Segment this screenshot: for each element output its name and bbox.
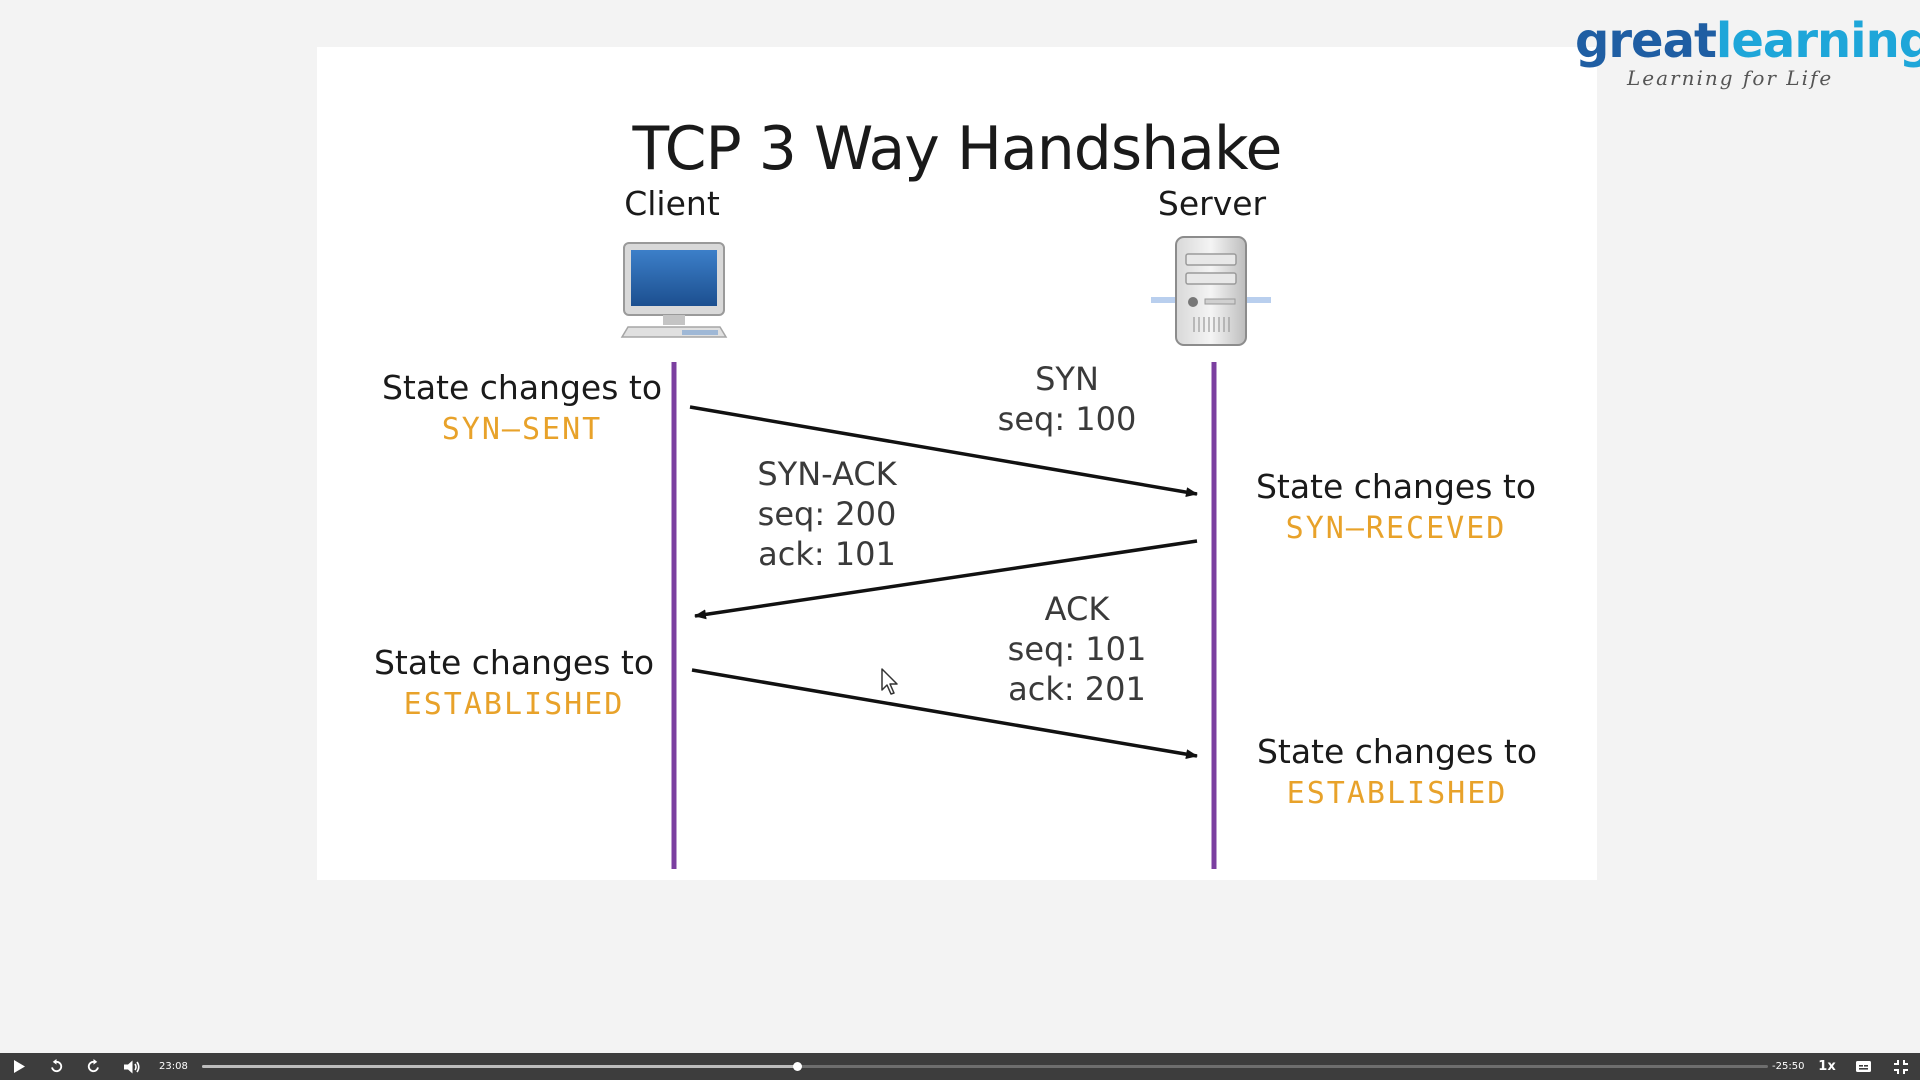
video-player-controls: 23:08 -25:50 1x xyxy=(0,1053,1920,1080)
elapsed-time: 23:08 xyxy=(159,1061,188,1072)
playback-speed-button[interactable]: 1x xyxy=(1818,1059,1836,1074)
state-text: State changes to xyxy=(1256,732,1538,771)
server-label: Server xyxy=(1157,184,1267,223)
syn-ack-arrow xyxy=(694,539,1198,620)
lecture-slide: TCP 3 Way Handshake Client Server xyxy=(317,47,1597,880)
volume-icon xyxy=(124,1060,140,1073)
progress-bar[interactable] xyxy=(202,1062,1768,1071)
rewind-button[interactable] xyxy=(45,1053,67,1080)
server-state-syn-received: State changes to SYN–RECEVED xyxy=(1221,470,1571,544)
exit-fullscreen-icon xyxy=(1894,1059,1908,1074)
progress-handle[interactable] xyxy=(793,1062,803,1071)
state-value: SYN–SENT xyxy=(441,412,603,447)
volume-button[interactable] xyxy=(120,1053,144,1080)
syn-ack-message: SYN-ACK seq: 200 ack: 101 xyxy=(722,454,932,574)
logo-word-great: great xyxy=(1575,13,1717,69)
remaining-time: -25:50 xyxy=(1772,1061,1805,1072)
handshake-diagram xyxy=(620,236,1271,869)
captions-icon xyxy=(1855,1061,1871,1072)
logo-tagline: Learning for Life xyxy=(1627,66,1834,90)
ack-message-line: seq: 101 xyxy=(1007,630,1147,668)
state-value: ESTABLISHED xyxy=(403,687,625,722)
syn-ack-message-line: SYN-ACK xyxy=(757,455,897,493)
state-value: SYN–RECEVED xyxy=(1285,511,1507,546)
ack-message-line: ack: 201 xyxy=(1008,670,1146,708)
ack-message-line: ACK xyxy=(1044,590,1110,628)
server-state-established: State changes to ESTABLISHED xyxy=(1222,735,1572,809)
exit-fullscreen-button[interactable] xyxy=(1890,1053,1912,1080)
captions-button[interactable] xyxy=(1852,1053,1874,1080)
syn-message-line: SYN xyxy=(1035,360,1099,398)
logo-wordmark: greatlearning xyxy=(1575,14,1920,68)
state-value: ESTABLISHED xyxy=(1286,776,1508,811)
progress-fill xyxy=(202,1065,798,1068)
state-text: State changes to xyxy=(1255,467,1537,506)
greatlearning-logo: greatlearning Learning for Life xyxy=(1575,14,1920,90)
mouse-cursor-icon xyxy=(881,668,898,695)
syn-message-line: seq: 100 xyxy=(997,400,1137,438)
client-state-syn-sent: State changes to SYN–SENT xyxy=(362,371,682,445)
state-text: State changes to xyxy=(381,368,663,407)
video-stage[interactable]: TCP 3 Way Handshake Client Server xyxy=(0,0,1920,1053)
server-tower-icon xyxy=(1151,236,1271,346)
ack-arrow xyxy=(691,668,1198,760)
syn-ack-message-line: seq: 200 xyxy=(757,495,897,533)
forward-icon xyxy=(87,1059,99,1073)
client-label: Client xyxy=(624,184,720,223)
play-icon xyxy=(14,1060,25,1073)
logo-word-learning: learning xyxy=(1715,13,1920,69)
slide-title: TCP 3 Way Handshake xyxy=(632,114,1283,184)
syn-message: SYN seq: 100 xyxy=(967,359,1167,439)
desktop-computer-icon xyxy=(620,242,728,338)
syn-arrow xyxy=(689,405,1198,498)
forward-button[interactable] xyxy=(82,1053,104,1080)
state-text: State changes to xyxy=(373,643,655,682)
ack-message: ACK seq: 101 ack: 201 xyxy=(972,589,1182,709)
play-button[interactable] xyxy=(8,1053,30,1080)
syn-ack-message-line: ack: 101 xyxy=(758,535,896,573)
client-state-established: State changes to ESTABLISHED xyxy=(354,646,674,720)
rewind-icon xyxy=(50,1059,62,1073)
